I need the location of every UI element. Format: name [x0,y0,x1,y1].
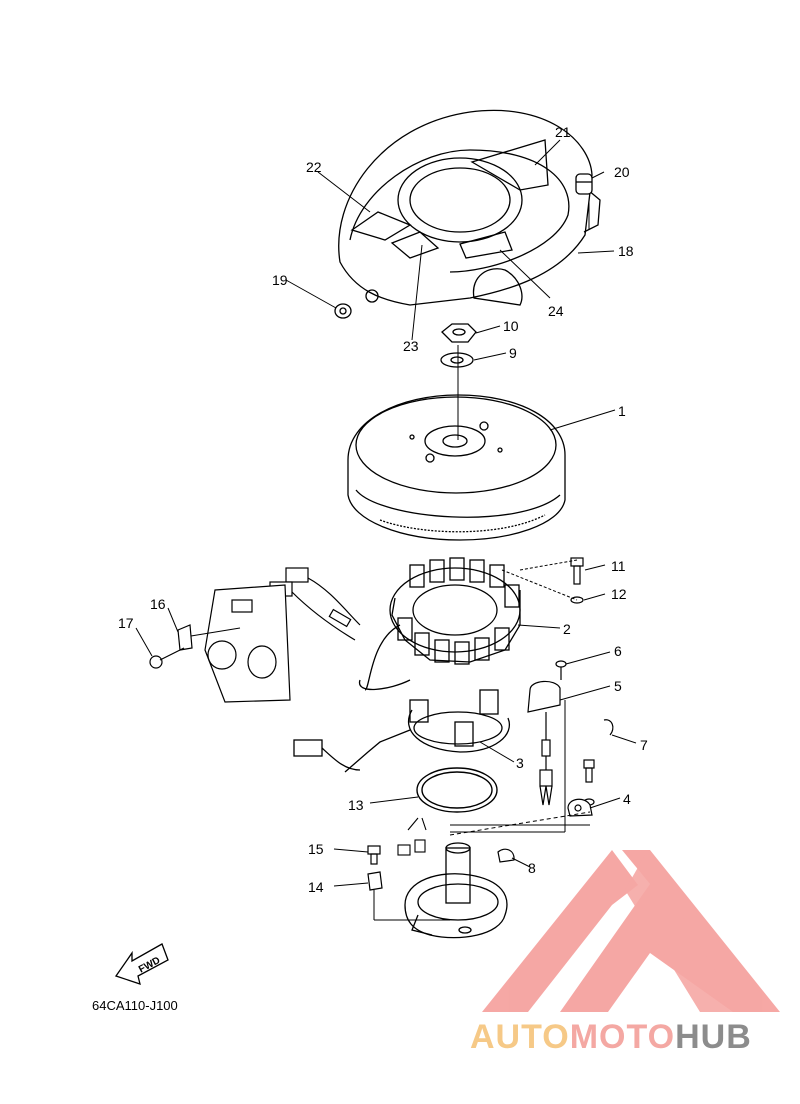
bolt-17 [149,647,185,669]
bolt-small [583,759,595,806]
grommet-20 [575,173,593,195]
callout-24: 24 [548,303,564,319]
callout-6: 6 [614,643,622,659]
callout-17: 17 [118,615,134,631]
nut-10 [441,323,477,343]
screw-6 [555,660,567,680]
callout-4: 4 [623,791,631,807]
callout-12: 12 [611,586,627,602]
callout-15: 15 [308,841,324,857]
callout-8: 8 [528,860,536,876]
callout-14: 14 [308,879,324,895]
bolt-15 [367,845,381,865]
connector-parts [397,817,427,856]
watermark-brand: AUTOMOTOHUB [470,1018,752,1057]
leader-lines [135,139,637,887]
callout-11: 11 [611,558,626,574]
brand-moto: MOTO [569,1018,676,1056]
woodruff-key-8 [497,848,515,863]
engine-block [204,584,291,703]
callout-19: 19 [272,272,288,288]
callout-22: 22 [306,159,322,175]
diagram-part-code: 64CA110-J100 [92,998,178,1013]
watermark-logo [482,850,780,1012]
callout-16: 16 [150,596,166,612]
callout-18: 18 [618,243,634,259]
fwd-arrow-icon: FWD [114,943,169,985]
callout-3: 3 [516,755,524,771]
guide-lines [190,200,591,921]
callout-10: 10 [503,318,519,334]
clip-7 [603,719,614,736]
callout-2: 2 [563,621,571,637]
callout-23: 23 [403,338,419,354]
callout-1: 1 [618,403,626,419]
ring-13 [416,767,498,813]
callout-20: 20 [614,164,630,180]
callout-21: 21 [555,124,571,140]
bracket-16 [177,624,193,651]
stator-assembly [359,557,521,691]
flywheel [347,394,566,541]
rectifier-5 [527,680,561,806]
brand-hub: HUB [675,1018,752,1056]
callout-9: 9 [509,345,517,361]
washer-12 [570,596,584,604]
brand-auto: AUTO [470,1018,570,1056]
bracket-14 [367,871,383,891]
callout-13: 13 [348,797,364,813]
base-housing [404,842,508,939]
callout-7: 7 [640,737,648,753]
bolt-11 [570,557,584,585]
clamp-4 [567,798,593,817]
callout-5: 5 [614,678,622,694]
flywheel-cover [338,109,601,306]
grommet-19 [334,303,352,319]
washer-9 [440,352,474,368]
callout-labels: 21 22 20 18 19 24 10 23 9 1 11 12 16 17 … [118,124,648,895]
pulser-coil [293,689,510,773]
